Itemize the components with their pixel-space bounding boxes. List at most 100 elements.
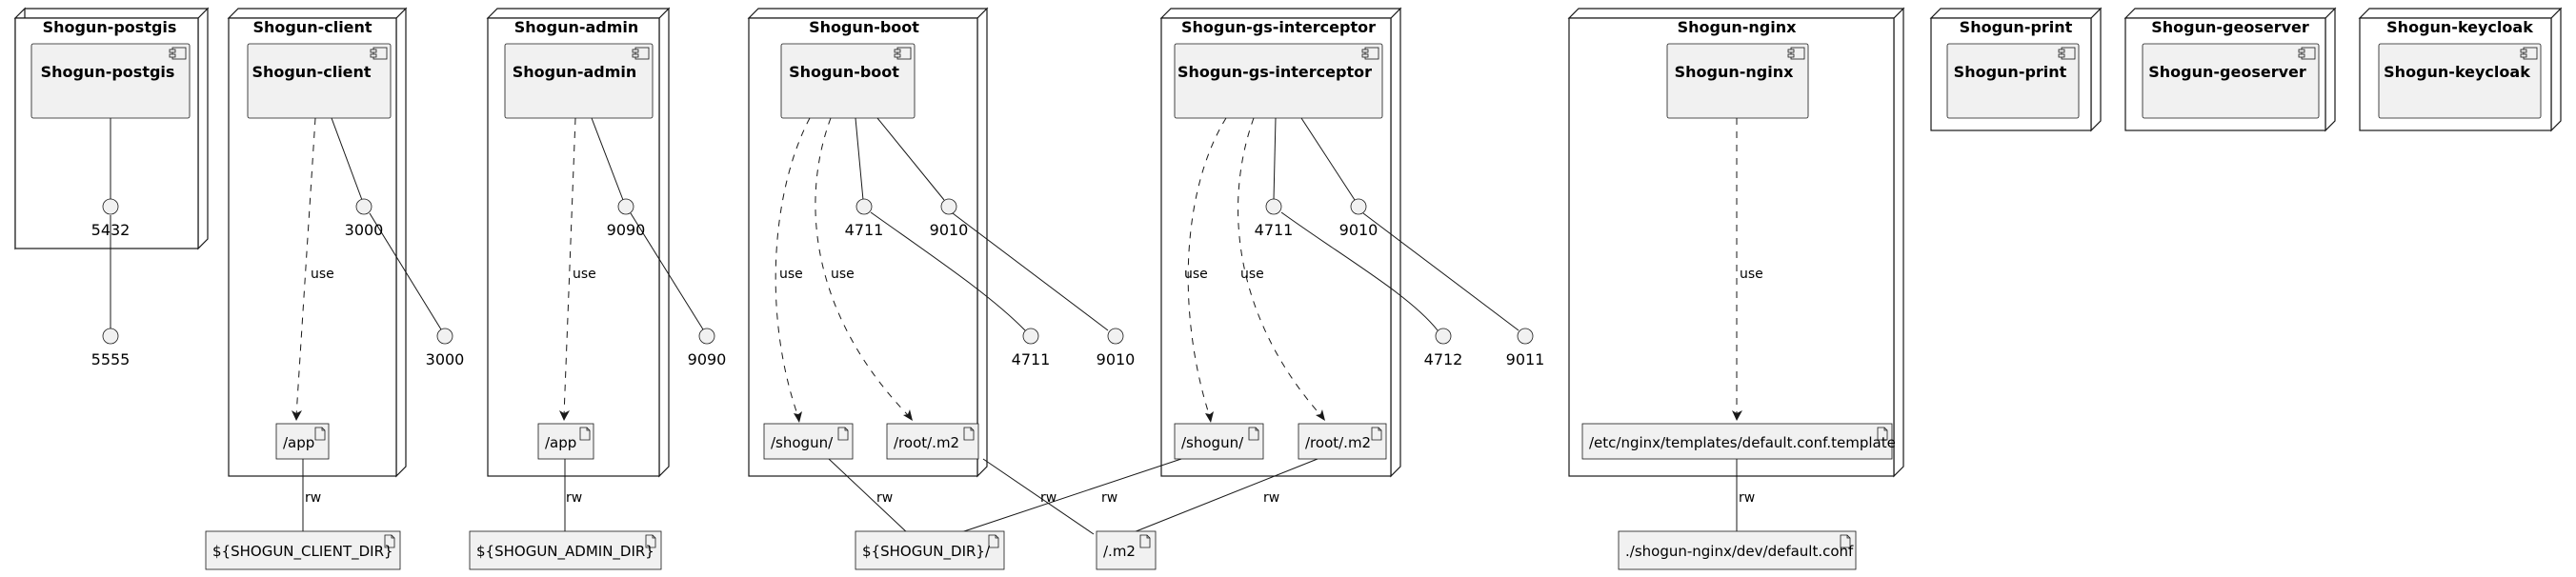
interface-boot-9010-in: 9010 <box>930 198 969 239</box>
artifact-label: /root/.m2 <box>1305 434 1371 451</box>
component-label: Shogun-admin <box>513 63 637 81</box>
component-shogun-gs-interceptor: Shogun-gs-interceptor <box>1174 43 1383 119</box>
edge-label-rw: rw <box>876 490 893 506</box>
interface-label: 9090 <box>688 350 727 368</box>
node-title: Shogun-boot <box>809 18 919 36</box>
artifact-label: /shogun/ <box>1181 434 1244 451</box>
interface-gs-9011-out: 9011 <box>1506 328 1545 368</box>
arrowhead <box>903 409 913 421</box>
rw-boot-shogun <box>828 458 911 536</box>
arrowhead <box>1316 409 1325 421</box>
edge-label-use: use <box>1740 267 1763 282</box>
file-icon <box>645 534 656 548</box>
artifact-label: ${SHOGUN_ADMIN_DIR} <box>476 543 654 561</box>
edge-label-use: use <box>573 267 596 282</box>
link-boot-9010 <box>876 117 945 201</box>
artifact-client-app: /app <box>275 423 330 460</box>
component-label: Shogun-geoserver <box>2148 63 2306 81</box>
arrowhead <box>559 410 570 421</box>
interface-label: 9011 <box>1506 350 1545 368</box>
interface-admin-9090-in: 9090 <box>607 198 645 239</box>
edge-label-use: use <box>311 267 334 282</box>
artifact-label: /.m2 <box>1103 543 1136 560</box>
component-label: Shogun-boot <box>789 63 899 81</box>
artifacts: /app /app /shogun/ /root/.m2 /shogun/ /r… <box>205 423 1896 570</box>
interface-label: 4711 <box>845 221 884 239</box>
interface-boot-4711-in: 4711 <box>845 198 884 239</box>
edge-labels: use use use use use use use rw rw rw rw … <box>305 267 1763 506</box>
component-label: Shogun-client <box>252 63 371 81</box>
rw-boot-m2 <box>982 458 1095 535</box>
artifact-shogun-dir: ${SHOGUN_DIR}/ <box>855 530 1005 570</box>
artifact-label: /etc/nginx/templates/default.conf.templa… <box>1589 434 1896 451</box>
connections <box>110 117 1738 536</box>
interface-admin-9090-out: 9090 <box>688 328 727 368</box>
rw-gs-shogun <box>952 458 1182 536</box>
arrowhead <box>794 411 802 423</box>
interface-label: 5432 <box>91 221 131 239</box>
link-admin-9090 <box>591 117 624 201</box>
edge-label-rw: rw <box>1040 490 1057 506</box>
node-title: Shogun-gs-interceptor <box>1181 18 1376 36</box>
interface-label: 9010 <box>1339 221 1379 239</box>
component-icon <box>632 47 650 60</box>
interface-boot-9010-out: 9010 <box>1097 328 1135 368</box>
node-title: Shogun-client <box>252 18 372 36</box>
file-icon <box>963 427 975 441</box>
edge-label-rw: rw <box>1263 490 1279 506</box>
node-shogun-nginx: Shogun-nginx <box>1567 7 1905 478</box>
edge-label-use: use <box>1184 267 1208 282</box>
component-label: Shogun-nginx <box>1675 63 1795 81</box>
rw-gs-m2 <box>1128 458 1318 535</box>
interface-5555: 5555 <box>91 328 130 368</box>
edge-label-use: use <box>831 267 855 282</box>
file-icon <box>837 427 849 441</box>
component-shogun-geoserver: Shogun-geoserver <box>2142 43 2320 119</box>
interface-5432: 5432 <box>91 198 131 239</box>
link-boot-4711 <box>855 117 864 201</box>
component-icon <box>1787 47 1805 60</box>
interface-gs-4712-out: 4712 <box>1424 328 1462 368</box>
file-icon <box>384 534 395 548</box>
artifact-m2: /.m2 <box>1096 530 1157 570</box>
component-icon <box>894 47 912 60</box>
link-9010-9011 <box>1362 212 1519 331</box>
edge-label-rw: rw <box>566 490 582 506</box>
interface-label: 3000 <box>345 221 384 239</box>
interface-label: 3000 <box>426 350 465 368</box>
artifact-label: ${SHOGUN_DIR}/ <box>862 543 991 561</box>
use-client-app <box>295 117 316 417</box>
artifact-label: ./shogun-nginx/dev/default.conf <box>1625 543 1854 560</box>
use-boot-m2 <box>815 117 911 418</box>
artifact-admin-app: /app <box>537 423 594 460</box>
file-icon <box>1248 427 1259 441</box>
file-icon <box>1877 427 1888 441</box>
arrowhead <box>292 410 302 421</box>
node-title: Shogun-print <box>1960 18 2073 36</box>
component-label: Shogun-gs-interceptor <box>1177 63 1372 81</box>
interface-label: 9010 <box>930 221 969 239</box>
artifact-label: ${SHOGUN_CLIENT_DIR} <box>212 543 393 561</box>
interface-client-3000-in: 3000 <box>345 198 384 239</box>
link-3000-3000 <box>369 212 442 330</box>
artifact-gs-shogun: /shogun/ <box>1174 423 1264 460</box>
artifact-boot-shogun: /shogun/ <box>763 423 854 460</box>
artifact-gs-m2: /root/.m2 <box>1298 423 1387 460</box>
component-shogun-boot: Shogun-boot <box>780 43 916 119</box>
link-9090-9090 <box>630 212 704 330</box>
file-icon <box>1139 534 1151 548</box>
interface-gs-9010-in: 9010 <box>1339 198 1379 239</box>
file-icon <box>1840 534 1851 548</box>
link-gs-4711 <box>1273 117 1277 201</box>
component-icon <box>370 47 388 60</box>
node-title: Shogun-admin <box>514 18 639 36</box>
component-shogun-keycloak: Shogun-keycloak <box>2378 43 2542 119</box>
interface-client-3000-out: 3000 <box>426 328 465 368</box>
edge-label-rw: rw <box>305 490 321 506</box>
artifact-label: /shogun/ <box>771 434 834 451</box>
component-label: Shogun-postgis <box>41 63 175 81</box>
file-icon <box>1371 427 1382 441</box>
edge-label-rw: rw <box>1739 490 1755 506</box>
edge-label-rw: rw <box>1101 490 1117 506</box>
